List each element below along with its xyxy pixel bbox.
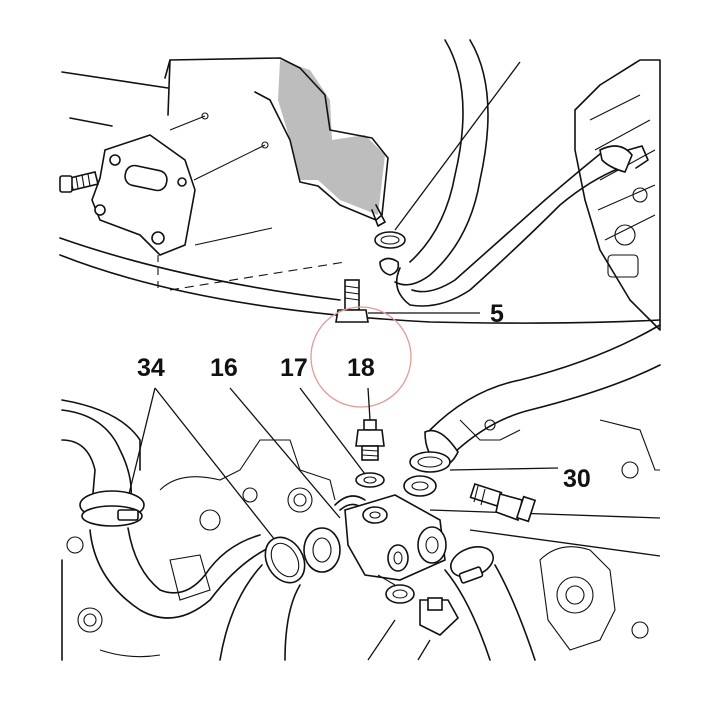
bleed-screw-part-18 — [355, 419, 385, 461]
coolant-reservoir — [164, 57, 389, 227]
engine-block-right-lower — [459, 419, 660, 651]
callout-16: 16 — [210, 354, 238, 382]
left-hose — [61, 409, 276, 619]
hose-clamp-upper — [374, 61, 521, 276]
callout-30: 30 — [563, 465, 591, 493]
panel-outline — [59, 227, 661, 324]
upper-hose — [394, 39, 649, 307]
mounting-bracket — [59, 134, 196, 256]
callout-34: 34 — [137, 354, 165, 382]
lower-fittings — [385, 584, 460, 636]
callout-5: 5 — [490, 300, 504, 328]
temperature-sensor — [469, 483, 537, 523]
top-leader-lines — [61, 71, 266, 181]
engine-block-left — [61, 399, 336, 661]
callout-18: 18 — [347, 354, 375, 382]
highlight-circle — [310, 306, 412, 408]
bolt-part-5 — [335, 279, 480, 323]
callout-17: 17 — [280, 354, 308, 382]
thermostat-housing — [303, 475, 447, 586]
lower-left-hose — [219, 536, 306, 661]
washer-part-17 — [355, 472, 385, 488]
hose-clamp-part-30 — [409, 324, 661, 473]
right-lower-hose — [444, 546, 536, 661]
leader-lines — [127, 387, 661, 661]
engine-block-right — [574, 59, 661, 331]
